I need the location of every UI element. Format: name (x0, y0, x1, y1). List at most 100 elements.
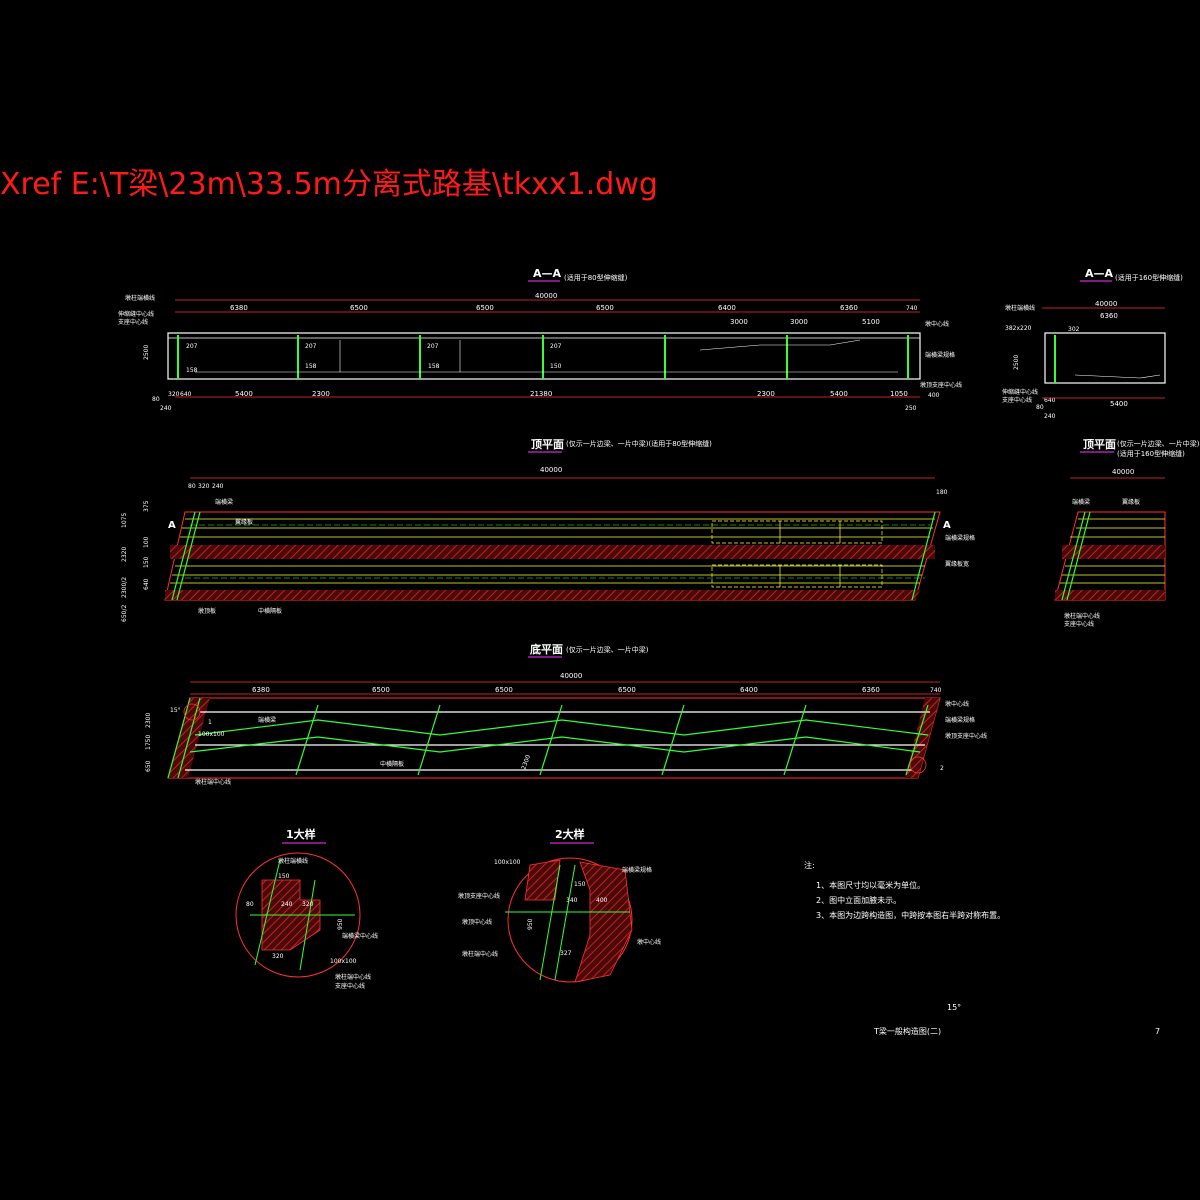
svg-text:5400: 5400 (830, 390, 848, 398)
svg-text:250: 250 (905, 405, 917, 412)
svg-text:375: 375 (143, 500, 150, 512)
svg-text:150: 150 (574, 881, 586, 888)
svg-text:158: 158 (428, 363, 440, 370)
top-plan2-title: 顶平面 (1083, 438, 1116, 451)
svg-text:207: 207 (550, 343, 562, 350)
svg-text:207: 207 (305, 343, 317, 350)
bottom-plan-subtitle: (仅示一片边梁、一片中梁) (566, 645, 649, 654)
svg-text:(仅示一片边梁、一片中梁): (仅示一片边梁、一片中梁) (1117, 439, 1200, 448)
section-aa-160: A—A (适用于160型伸缩缝) 40000 6360 302 382x220 … (1002, 267, 1183, 420)
svg-text:翼缘板: 翼缘板 (235, 518, 253, 526)
title-block: 15° T梁一般构造图(二) 7 (873, 1003, 1160, 1036)
svg-text:21380: 21380 (530, 390, 552, 398)
svg-text:2300: 2300 (757, 390, 775, 398)
svg-text:100x100: 100x100 (198, 731, 225, 738)
svg-text:5400: 5400 (235, 390, 253, 398)
svg-text:80: 80 (246, 901, 254, 908)
svg-text:中横隔板: 中横隔板 (258, 607, 282, 615)
svg-text:100x100: 100x100 (494, 859, 521, 866)
svg-text:6500: 6500 (495, 686, 513, 694)
notes: 注: 1、本图尺寸均以毫米为单位。 2、图中立面加腋未示。 3、本图为边跨构造图… (804, 860, 1005, 920)
svg-text:207: 207 (186, 343, 198, 350)
svg-text:158: 158 (186, 367, 198, 374)
bottom-plan-total: 40000 (560, 672, 582, 680)
notes-heading: 注: (804, 860, 815, 870)
section-aa-left-labels: 墩柱端横线 伸缩缝中心线 支座中心线 (118, 294, 155, 326)
svg-text:650: 650 (145, 760, 152, 772)
top-plan: 顶平面 (仅示一片边梁、一片中梁)(适用于80型伸缩缝) 40000 (121, 438, 975, 622)
svg-text:6500: 6500 (476, 304, 494, 312)
svg-text:(适用于160型伸缩缝): (适用于160型伸缩缝) (1117, 449, 1185, 458)
svg-text:2300: 2300 (145, 713, 152, 728)
detail2-title: 2大样 (555, 827, 585, 841)
svg-text:支座中心线: 支座中心线 (118, 318, 148, 326)
section-aa-inner-dims: 207 207 207 207 158 158 158 150 2500 (143, 343, 562, 374)
svg-text:950: 950 (527, 918, 534, 930)
svg-text:80: 80 (1036, 404, 1044, 411)
section-aa-subtitle: (适用于80型伸缩缝) (564, 273, 628, 282)
svg-text:240: 240 (1044, 413, 1056, 420)
svg-text:支座中心线: 支座中心线 (335, 982, 365, 990)
svg-text:15°: 15° (170, 707, 181, 714)
bottom-plan-top-dims: 6380 6500 6500 6500 6400 6360 740 (252, 686, 942, 694)
top-plan-total: 40000 (540, 466, 562, 474)
svg-text:640: 640 (1044, 397, 1056, 404)
svg-text:302: 302 (1068, 326, 1080, 333)
svg-text:墩柱端中心线: 墩柱端中心线 (1064, 612, 1100, 620)
svg-text:2300: 2300 (312, 390, 330, 398)
svg-text:端横梁中心线: 端横梁中心线 (342, 932, 378, 940)
svg-text:150: 150 (143, 556, 150, 568)
svg-text:墩柱端横线: 墩柱端横线 (125, 294, 155, 302)
svg-text:端横梁: 端横梁 (258, 716, 276, 724)
svg-text:640: 640 (143, 578, 150, 590)
top-plan-title: 顶平面 (531, 438, 564, 451)
svg-text:墩顶中心线: 墩顶中心线 (462, 918, 492, 926)
svg-text:墩顶支座中心线: 墩顶支座中心线 (920, 381, 962, 389)
svg-text:6380: 6380 (252, 686, 270, 694)
bottom-plan-title: 底平面 (530, 642, 563, 656)
svg-text:墩柱端横线: 墩柱端横线 (1005, 304, 1035, 312)
top-plan-160: 顶平面 (仅示一片边梁、一片中梁) (适用于160型伸缩缝) 40000 端横梁… (1054, 438, 1200, 628)
svg-text:墩中心线: 墩中心线 (925, 320, 949, 328)
section-aa-top-dims: 6380 6500 6500 6500 6400 6360 3000 3000 … (230, 304, 880, 326)
svg-text:6400: 6400 (718, 304, 736, 312)
section-aa2-total: 40000 (1095, 300, 1117, 308)
svg-text:400: 400 (928, 392, 940, 399)
svg-text:墩顶支座中心线: 墩顶支座中心线 (945, 732, 987, 740)
svg-text:320: 320 (272, 953, 284, 960)
svg-text:2500: 2500 (143, 345, 150, 360)
svg-text:端横梁: 端横梁 (215, 498, 233, 506)
svg-text:端横梁规格: 端横梁规格 (925, 351, 955, 359)
svg-text:端横梁规格: 端横梁规格 (945, 534, 975, 542)
detail-ref-2: 2 (940, 765, 944, 772)
svg-text:1075: 1075 (121, 513, 128, 528)
footer-angle: 15° (947, 1003, 961, 1012)
section-aa-title: A—A (533, 267, 562, 280)
svg-text:207: 207 (427, 343, 439, 350)
svg-text:6400: 6400 (740, 686, 758, 694)
svg-text:640: 640 (180, 391, 192, 398)
svg-text:墩中心线: 墩中心线 (945, 700, 969, 708)
note-3: 3、本图为边跨构造图，中跨按本图右半跨对称布置。 (816, 910, 1005, 920)
svg-text:5400: 5400 (1110, 400, 1128, 408)
svg-text:5100: 5100 (862, 318, 880, 326)
svg-text:400: 400 (596, 897, 608, 904)
svg-text:382x220: 382x220 (1005, 325, 1032, 332)
svg-text:端横梁: 端横梁 (1072, 498, 1090, 506)
svg-text:6360: 6360 (862, 686, 880, 694)
svg-text:翼缘板宽: 翼缘板宽 (945, 560, 969, 568)
svg-text:墩柱端横线: 墩柱端横线 (278, 857, 308, 865)
svg-text:6360: 6360 (840, 304, 858, 312)
svg-text:墩中心线: 墩中心线 (637, 938, 661, 946)
bottom-plan-labels: 端横梁 墩中心线 端横梁规格 中横隔板 墩顶支座中心线 墩柱端中心线 (195, 700, 987, 786)
top-plan-subtitle: (仅示一片边梁、一片中梁)(适用于80型伸缩缝) (566, 439, 712, 448)
svg-text:2300/2: 2300/2 (121, 577, 128, 598)
svg-text:150: 150 (550, 363, 562, 370)
svg-text:翼缘板: 翼缘板 (1122, 498, 1140, 506)
svg-text:端横梁规格: 端横梁规格 (622, 866, 652, 874)
section-marker-left: A (168, 520, 176, 531)
note-2: 2、图中立面加腋未示。 (816, 895, 901, 905)
svg-text:2500: 2500 (1013, 355, 1020, 370)
svg-text:80: 80 (188, 483, 196, 490)
svg-text:墩柱端中心线: 墩柱端中心线 (462, 950, 498, 958)
